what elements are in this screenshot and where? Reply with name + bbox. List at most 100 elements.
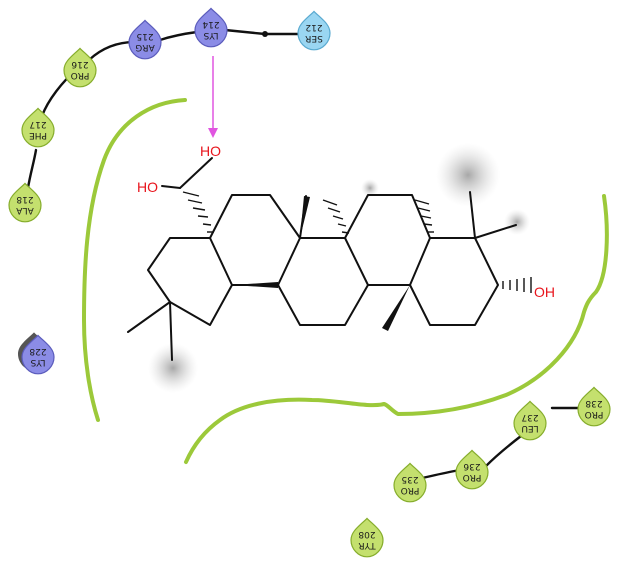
residue-number: 212	[305, 22, 322, 32]
exposure-halo	[361, 179, 379, 197]
hydroxyl-label-right: OH	[534, 284, 555, 300]
residue-number: 228	[29, 346, 46, 356]
ring-a	[147, 237, 233, 326]
residue-marker-shape	[513, 400, 547, 441]
ligand-atom-labels: HO HO OH	[137, 143, 555, 300]
backbone-node	[262, 31, 268, 37]
hash-bond	[202, 223, 212, 226]
residue-number: 237	[521, 412, 538, 422]
ring-d	[344, 194, 431, 286]
hash-bond	[197, 215, 209, 218]
binding-pocket-outline	[82, 98, 609, 464]
wedge-bond	[300, 196, 310, 238]
residue-marker-shape	[63, 47, 97, 88]
backbone-segment	[26, 148, 38, 190]
solvent-exposure-halos	[148, 143, 530, 393]
residue-marker-shape	[393, 462, 427, 503]
methyl-bond	[127, 301, 171, 333]
hash-bond	[337, 223, 347, 227]
residue-name: TYR	[358, 540, 376, 550]
exposure-halo	[148, 343, 198, 393]
residue-name: LYS	[203, 30, 218, 40]
hydroxyl-label-left: HO	[137, 179, 158, 195]
residue-backbone	[26, 28, 580, 480]
residue-name: PRO	[463, 472, 482, 482]
residue-number: 238	[585, 398, 602, 408]
hash-bond	[420, 215, 432, 219]
exposure-halo	[504, 209, 530, 235]
residue-number: 217	[29, 119, 46, 129]
residue-marker-shape	[350, 517, 384, 558]
hash-bond	[417, 207, 431, 212]
carbinol-bond	[179, 157, 213, 189]
residue-marker-shape	[455, 449, 489, 490]
residue-name: SER	[305, 33, 323, 43]
hydroxyl-label-top: HO	[200, 143, 221, 159]
ligand-wedges	[232, 196, 410, 331]
residue-marker-shape	[577, 386, 611, 427]
ring-c	[277, 237, 369, 326]
pocket-contour-left	[82, 98, 187, 422]
residue-number: 216	[71, 59, 88, 69]
hash-bond	[322, 199, 338, 206]
backbone-segment	[158, 30, 199, 42]
hash-bond	[327, 207, 341, 213]
residue-marker-shape	[297, 10, 331, 51]
residue-marker-shape	[21, 107, 55, 148]
residue-name: PRO	[71, 70, 90, 80]
residue-name: PRO	[401, 485, 420, 495]
residue-number: 236	[463, 461, 480, 471]
backbone-segment	[420, 468, 462, 480]
pocket-contour-right	[184, 194, 609, 464]
methyl-bond	[474, 224, 517, 239]
ring-b	[209, 194, 301, 286]
ring-e	[409, 237, 499, 326]
residue-number: 215	[136, 31, 153, 41]
hash-bond	[414, 199, 430, 205]
residue-name: PHE	[29, 130, 47, 140]
hash-bond	[187, 199, 203, 204]
hash-bond	[341, 231, 350, 234]
methyl-bond	[469, 191, 476, 239]
residue-number: 208	[358, 529, 375, 539]
hash-bond	[192, 207, 206, 211]
ligand-hashed-bonds	[182, 191, 532, 293]
residue-marker-shape	[128, 19, 162, 60]
residue-name: LEU	[521, 423, 538, 433]
hash-bond	[423, 223, 433, 226]
residue-marker-shape	[21, 334, 55, 375]
hash-bond	[332, 215, 344, 220]
residue-name: PRO	[585, 409, 604, 419]
residue-name: ARG	[135, 42, 154, 52]
backbone-segment	[484, 434, 523, 468]
ligand-bonds	[127, 157, 517, 361]
wedge-bond	[232, 282, 278, 288]
residue-marker-shape	[8, 182, 42, 223]
residue-name: ALA	[15, 205, 33, 215]
residue-number: 218	[16, 194, 33, 204]
residue-name: LYS	[30, 357, 45, 367]
hydrogen-bond	[208, 56, 218, 138]
residue-number: 235	[401, 474, 418, 484]
methyl-bond	[169, 301, 173, 361]
hbond-arrowhead	[208, 128, 218, 138]
exposure-halo	[436, 143, 500, 207]
hash-bond	[182, 191, 200, 197]
carbinol-bond	[161, 185, 181, 189]
residue-marker-shape	[194, 7, 228, 48]
residue-number: 214	[202, 19, 219, 29]
